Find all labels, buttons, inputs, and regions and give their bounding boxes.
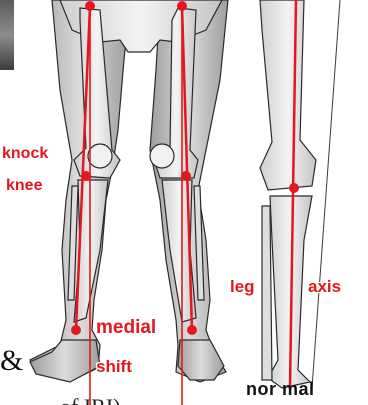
label-shift: shift (96, 358, 132, 375)
normal-fibula (262, 206, 272, 380)
right-ankle-point (187, 325, 197, 335)
right-knee-point (181, 171, 191, 181)
right-hip-point (177, 1, 187, 11)
normal-femur (260, 0, 316, 190)
normal-leg (260, 0, 316, 388)
right-foot (178, 340, 224, 380)
normal-knee-point (289, 183, 299, 193)
label-leg: leg (230, 278, 255, 295)
normal-reference-line (312, 0, 340, 388)
label-knock: knock (2, 146, 48, 162)
label-medial: medial (96, 318, 156, 337)
left-hip-point (85, 1, 95, 11)
right-patella (150, 144, 174, 168)
left-knee-point (81, 171, 91, 181)
label-axis: axis (308, 278, 341, 295)
label-normal: nor mal (246, 380, 315, 398)
left-ankle-point (71, 325, 81, 335)
ampersand-text: & (0, 346, 23, 376)
caption-fragment: of IRI) (60, 396, 120, 405)
left-patella (88, 144, 112, 168)
label-knee: knee (6, 178, 42, 194)
